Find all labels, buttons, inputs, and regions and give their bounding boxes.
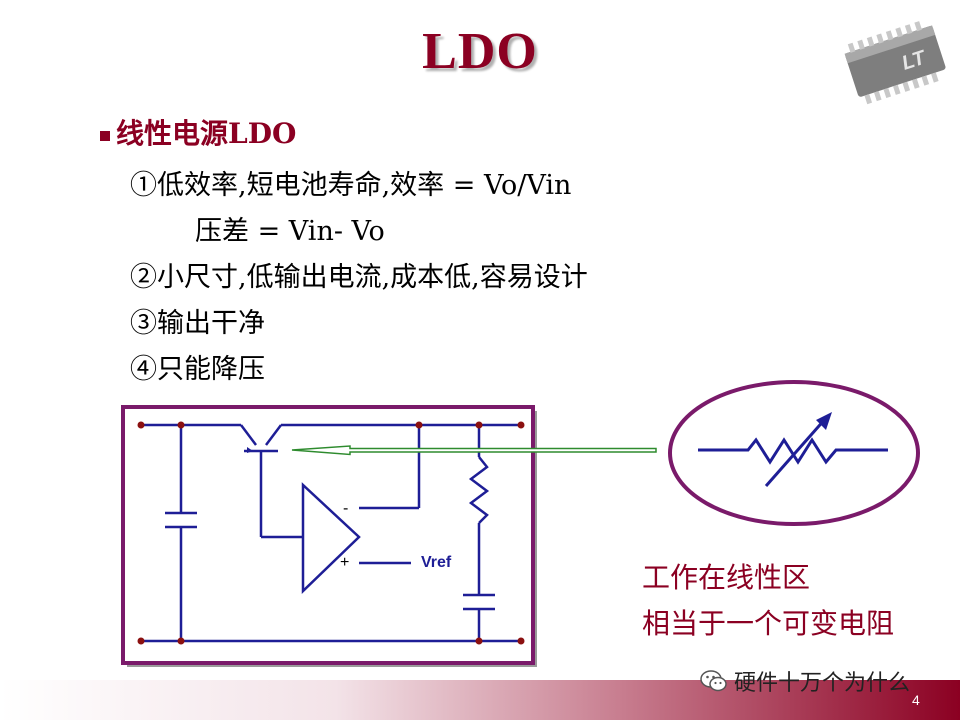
note-line-1: 工作在线性区 <box>642 561 811 594</box>
bullet-heading: 线性电源LDO <box>100 112 296 152</box>
footer-bar <box>0 680 960 720</box>
note-line-2: 相当于一个可变电阻 <box>642 607 895 640</box>
point-4: ④只能降压 <box>130 354 265 385</box>
point-2: ②小尺寸,低输出电流,成本低,容易设计 <box>130 262 588 293</box>
watermark-text: 硬件十万个为什么 <box>734 671 911 696</box>
slide-title: LDO <box>422 23 538 80</box>
wechat-icon <box>700 670 727 692</box>
point-3: ③输出干净 <box>130 308 265 339</box>
opamp-plus-label: + <box>340 554 349 571</box>
point-1: ①低效率,短电池寿命,效率 = Vo/Vin <box>130 170 572 201</box>
point-1-dropout: 压差 = Vin- Vo <box>195 216 385 247</box>
opamp-minus-label: - <box>343 500 348 517</box>
variable-resistor-icon <box>668 380 920 526</box>
bullet-square-icon <box>100 130 110 141</box>
page-number: 4 <box>912 692 920 708</box>
arrow-icon <box>291 445 657 456</box>
watermark: 硬件十万个为什么 <box>700 665 910 697</box>
chip-logo-icon: LT <box>844 21 946 105</box>
vref-label: Vref <box>421 554 452 571</box>
bullet-heading-text: 线性电源LDO <box>116 117 297 150</box>
